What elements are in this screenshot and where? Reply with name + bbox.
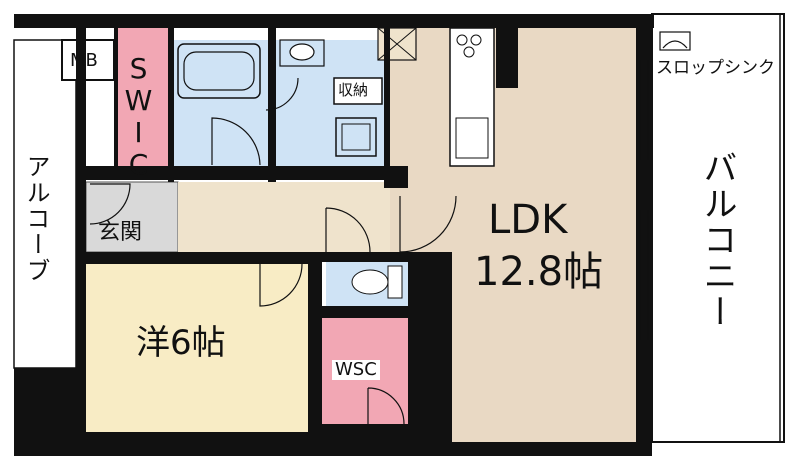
slop-sink-label: スロップシンク — [656, 58, 775, 78]
swic-label: SWIC — [122, 52, 155, 180]
western-door — [259, 263, 303, 307]
balcony-area — [651, 13, 785, 443]
washing-machine-icon — [335, 117, 377, 157]
western-room-label: 洋6帖 — [136, 323, 226, 363]
entrance-label: 玄関 — [98, 220, 143, 245]
slop-sink-icon — [659, 31, 691, 51]
storage-label: 収納 — [336, 81, 371, 99]
window-marks — [77, 60, 649, 340]
wsc-label: WSC — [332, 360, 380, 380]
ldk-size-label: 12.8帖 — [474, 249, 604, 295]
entrance-area — [86, 182, 178, 252]
mb-label: MB — [70, 50, 98, 71]
alcove-area — [13, 39, 77, 369]
balcony-label: バルコニー — [697, 150, 737, 330]
kitchen-counter — [449, 27, 495, 167]
wash-basin-icon — [279, 39, 325, 67]
western-room — [86, 264, 308, 432]
ventilation-box — [377, 27, 417, 61]
corridor — [178, 182, 390, 252]
toilet-icon — [351, 265, 403, 299]
entrance-door — [89, 183, 131, 225]
bathtub-icon — [177, 43, 261, 99]
ldk-door — [399, 195, 457, 253]
bath-door — [211, 117, 261, 166]
swic-room — [116, 28, 168, 168]
walls — [14, 14, 654, 456]
ldk-title-label: LDK — [488, 197, 568, 243]
alcove-label: アルコーブ — [22, 154, 50, 284]
